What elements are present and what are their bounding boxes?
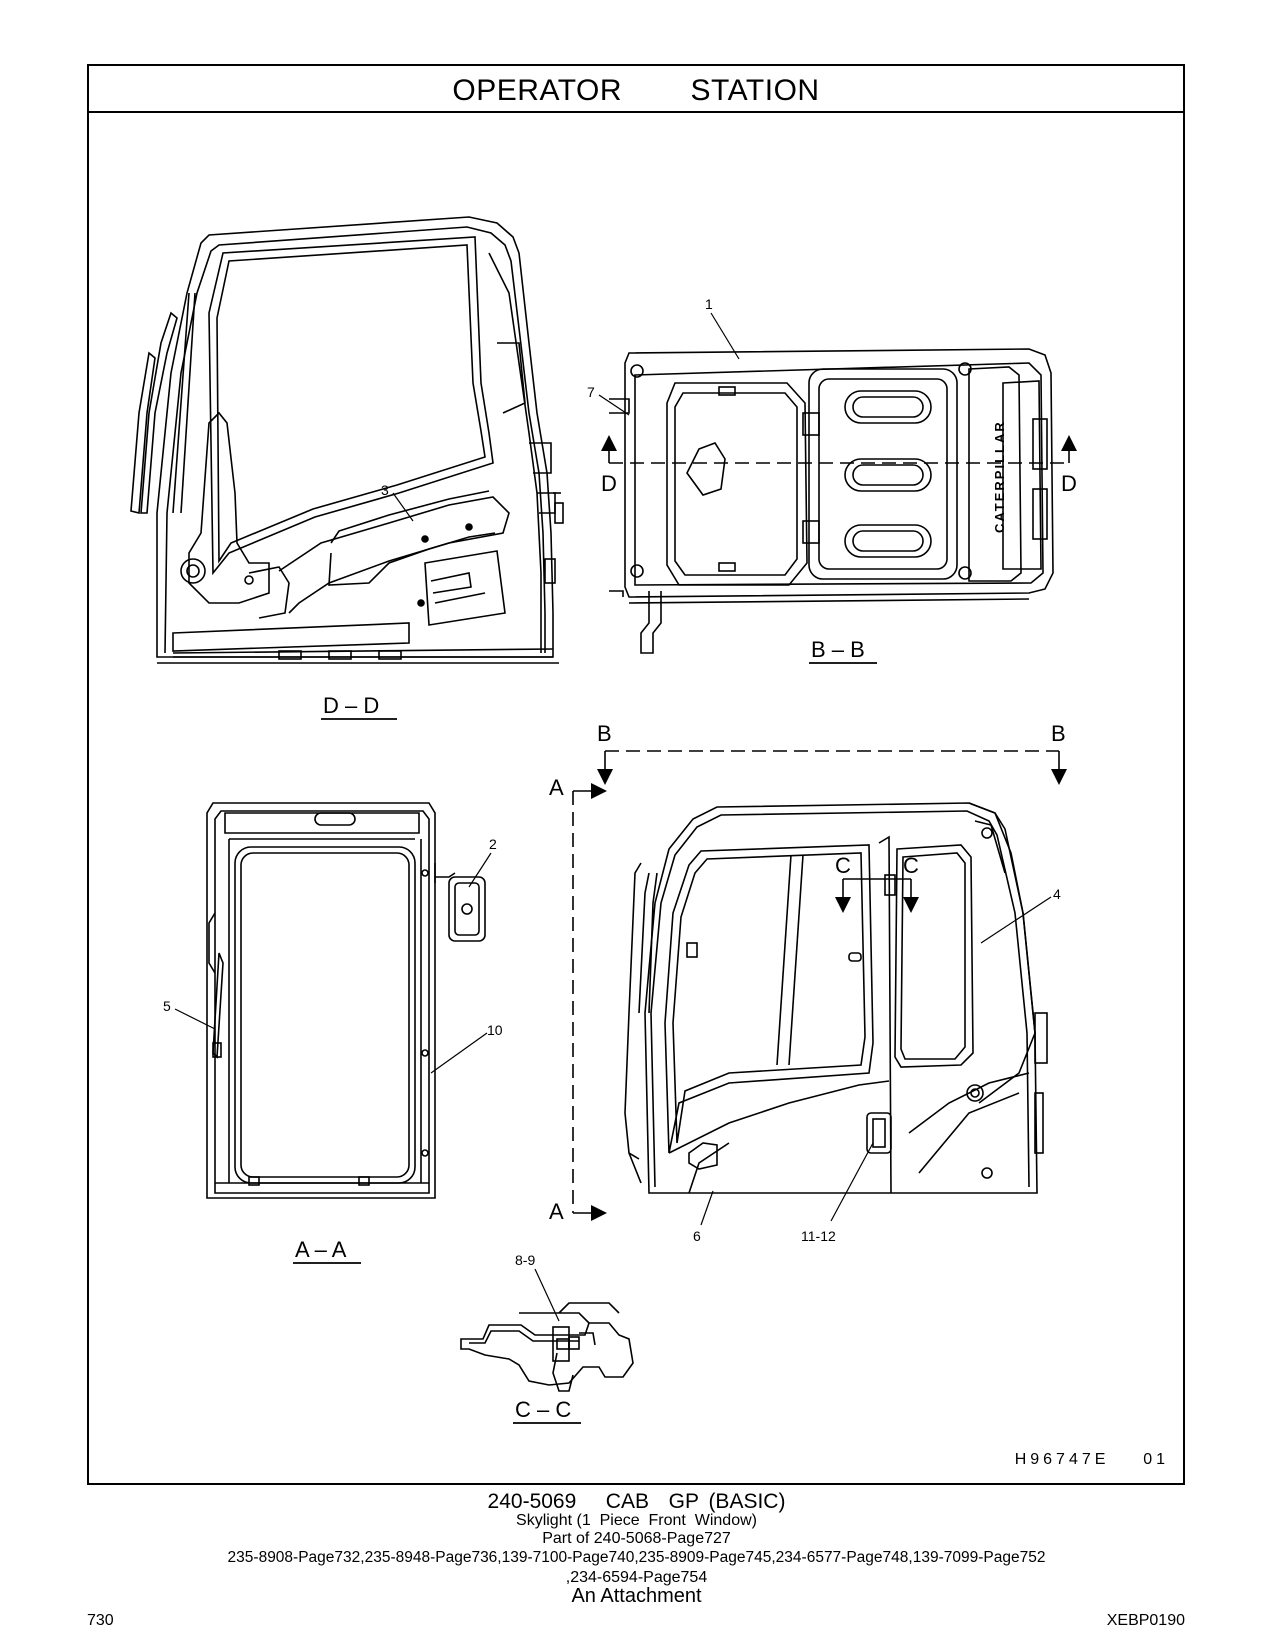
callout-8-9: 8-9 xyxy=(515,1252,535,1268)
section-marker-d-right: D xyxy=(1061,471,1077,496)
callout-7: 7 xyxy=(587,384,595,400)
callout-10: 10 xyxy=(487,1022,503,1038)
section-marker-a-bottom: A xyxy=(549,1199,564,1224)
document-code: XEBP0190 xyxy=(1106,1612,1185,1629)
page-number: 730 xyxy=(87,1612,114,1629)
title-bar: OPERATOR STATION xyxy=(89,66,1183,113)
assembly-title: 240-5069 CAB GP (BASIC) xyxy=(487,1490,786,1513)
illustration-id: H96747E 01 xyxy=(1014,1451,1169,1468)
section-title-b-b: B – B xyxy=(811,637,865,662)
callout-4: 4 xyxy=(1053,886,1061,902)
callout-1: 1 xyxy=(705,296,713,312)
callout-3: 3 xyxy=(381,482,389,498)
page-title: OPERATOR STATION xyxy=(452,74,820,107)
section-marker-b-left: B xyxy=(597,721,612,746)
callout-2: 2 xyxy=(489,836,497,852)
view-d-d xyxy=(130,216,564,664)
section-marker-b-right: B xyxy=(1051,721,1066,746)
callout-6: 6 xyxy=(693,1228,701,1244)
attachment-note: An Attachment xyxy=(571,1585,702,1607)
view-b-b xyxy=(609,348,1054,654)
view-c-c xyxy=(460,1302,634,1392)
section-marker-a-top: A xyxy=(549,775,564,800)
assembly-subtitle: Skylight (1 Piece Front Window) xyxy=(516,1512,757,1529)
section-marker-c-left: C xyxy=(835,853,851,878)
callout-5: 5 xyxy=(163,998,171,1014)
section-title-a-a: A – A xyxy=(295,1237,347,1262)
view-a-a xyxy=(206,802,486,1199)
section-title-c-c: C – C xyxy=(515,1397,571,1422)
section-title-d-d: D – D xyxy=(323,693,379,718)
brand-text: CATERPILLAR xyxy=(992,420,1007,533)
parts-illustration: 3 D – D xyxy=(130,216,1077,1424)
side-view xyxy=(624,802,1048,1194)
part-of-reference: Part of 240-5068-Page727 xyxy=(542,1530,731,1547)
page-references: 235-8908-Page732,235-8948-Page736,139-71… xyxy=(227,1549,1046,1566)
section-marker-c-right: C xyxy=(903,853,919,878)
page-references-continued: ,234-6594-Page754 xyxy=(565,1569,708,1586)
drawing-frame: OPERATOR STATION xyxy=(87,64,1185,1485)
callout-11-12: 11-12 xyxy=(801,1228,836,1244)
section-marker-d-left: D xyxy=(601,471,617,496)
